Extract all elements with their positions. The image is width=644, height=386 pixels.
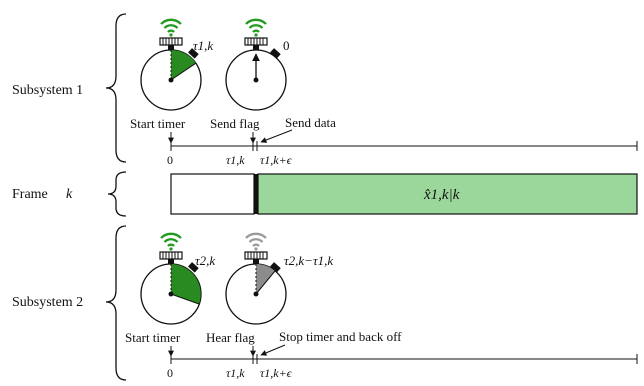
subsystem1-timer1: τ1,k bbox=[140, 18, 213, 111]
frame-index: k bbox=[66, 187, 73, 202]
subsystem1-group: Subsystem 1 τ1,k bbox=[12, 13, 638, 167]
subsystem2-timer1: τ2,k bbox=[140, 232, 215, 325]
wifi-icon bbox=[245, 232, 267, 251]
subsystem2-tick-0: 0 bbox=[167, 366, 173, 380]
subsystem1-timer1-label: τ1,k bbox=[193, 38, 213, 53]
subsystem2-tick-tau-eps: τ1,k+ϵ bbox=[260, 366, 293, 380]
subsystem2-timer1-label: τ2,k bbox=[195, 253, 215, 268]
subsystem2-tick-tau: τ1,k bbox=[226, 366, 245, 380]
subsystem1-timeline bbox=[170, 141, 638, 151]
frame-flag-slot bbox=[254, 174, 258, 214]
subsystem2-timeline bbox=[170, 354, 638, 364]
subsystem2-timer2: τ2,k−τ1,k bbox=[225, 232, 333, 325]
subsystem1-brace bbox=[105, 13, 127, 163]
frame-idle-slot bbox=[170, 173, 255, 215]
subsystem1-timer2: 0 bbox=[225, 18, 290, 111]
subsystem1-event-flag: Send flag bbox=[210, 116, 260, 131]
subsystem1-tick-tau: τ1,k bbox=[226, 153, 245, 167]
wifi-icon bbox=[160, 232, 182, 251]
frame-label: Frame bbox=[12, 187, 48, 202]
stop-timer-arrow bbox=[260, 344, 286, 356]
frame-content-label: x̂1,k|k bbox=[423, 187, 460, 203]
subsystem2-event-flag: Hear flag bbox=[206, 330, 255, 345]
frame-brace bbox=[107, 171, 127, 217]
subsystem2-event-stop: Stop timer and back off bbox=[279, 329, 402, 344]
subsystem1-timer2-label: 0 bbox=[283, 38, 290, 53]
subsystem2-event-start: Start timer bbox=[125, 330, 181, 345]
subsystem2-brace bbox=[105, 225, 127, 381]
subsystem1-event-start: Start timer bbox=[130, 116, 186, 131]
wifi-icon bbox=[245, 18, 267, 37]
subsystem1-tick-tau-eps: τ1,k+ϵ bbox=[260, 153, 293, 167]
subsystem2-label: Subsystem 2 bbox=[12, 295, 83, 310]
subsystem1-tick-0: 0 bbox=[167, 153, 173, 167]
wifi-icon bbox=[160, 18, 182, 37]
subsystem2-timer2-label: τ2,k−τ1,k bbox=[284, 253, 333, 268]
subsystem1-label: Subsystem 1 bbox=[12, 83, 83, 98]
frame-data-slot bbox=[257, 173, 638, 215]
subsystem2-group: Subsystem 2 τ2,k bbox=[12, 225, 638, 381]
frame-group: Frame k x̂1,k|k bbox=[12, 171, 638, 217]
send-data-arrow bbox=[260, 129, 293, 143]
subsystem1-event-data: Send data bbox=[285, 115, 336, 130]
